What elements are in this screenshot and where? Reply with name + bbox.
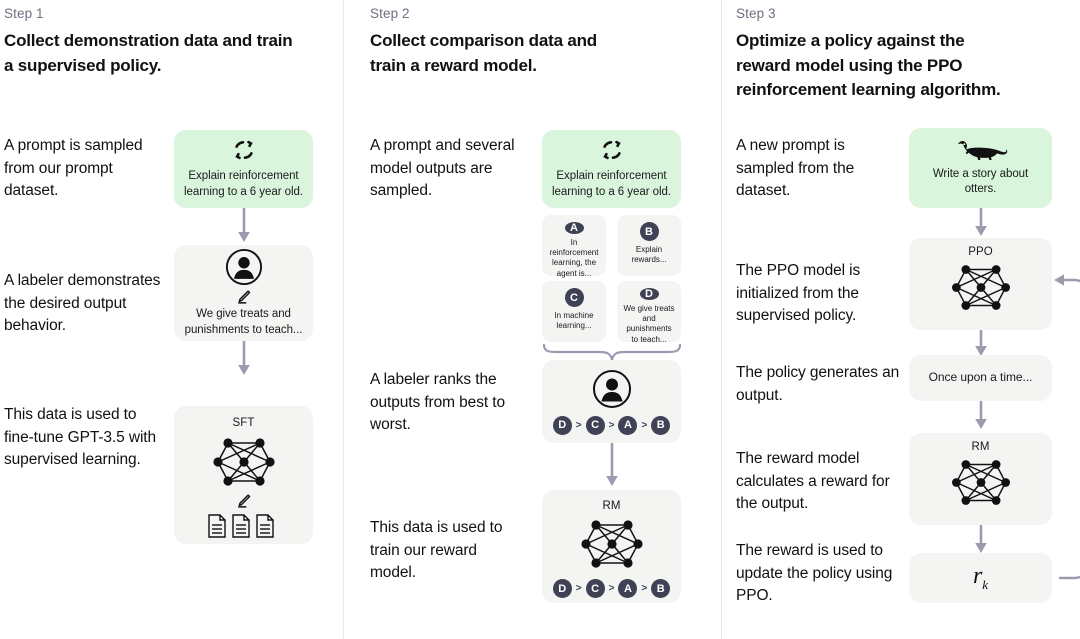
step-3-title: Optimize a policy against the reward mod…	[736, 31, 1001, 100]
step-2-ranker-ranking: D > C > A > B	[552, 415, 671, 435]
step-2-rm-box[interactable]: RM D	[542, 490, 681, 603]
rm-rank-badge-2: C	[585, 579, 605, 598]
step-1-label: Step 1	[4, 6, 44, 21]
rank-badge-3: A	[618, 415, 638, 435]
step-3-description-3: The policy generates an output.	[736, 364, 900, 404]
step-2-description-2: A labeler ranks the outputs from best to…	[370, 371, 505, 434]
step-2-description-1: A prompt and several model outputs are s…	[370, 137, 515, 200]
rank-separator-1: >	[575, 419, 582, 431]
option-text-b: Explain rewards...	[631, 245, 667, 265]
step-2-label: Step 2	[370, 6, 410, 21]
option-badge-d: D	[639, 288, 659, 300]
step-3-description-1: A new prompt is sampled from the dataset…	[736, 137, 855, 200]
step-2-prompt-text: Explain reinforcement learning to a 6 ye…	[552, 170, 671, 198]
step-1-labeler-text: We give treats and punishments to teach.…	[184, 308, 303, 336]
step-3-label: Step 3	[736, 6, 776, 21]
step-2-ranker-box[interactable]: D > C > A > B	[542, 360, 681, 443]
step-1-description-3: This data is used to fine-tune GPT-3.5 w…	[4, 406, 157, 469]
step-3-description-5: The reward is used to update the policy …	[736, 542, 893, 605]
step-3-prompt-box[interactable]: Write a story about otters.	[909, 128, 1052, 208]
pencil-icon	[235, 289, 252, 305]
step-1-prompt-text: Explain reinforcement learning to a 6 ye…	[184, 170, 303, 198]
step-3-reward-symbol: rk	[973, 563, 988, 593]
person-circle-icon	[225, 248, 263, 286]
step-2-rm-title: RM	[602, 500, 621, 512]
rm-rank-separator-1: >	[575, 583, 582, 594]
documents-icon	[207, 513, 281, 539]
step-1-sft-box[interactable]: SFT	[174, 406, 313, 544]
option-text-d: We give treats and punishments to teach.…	[623, 304, 675, 344]
person-circle-icon	[592, 369, 632, 409]
neural-network-icon	[574, 515, 650, 573]
step-1-description-1: A prompt is sampled from our prompt data…	[4, 137, 143, 200]
option-text-a: In reinforcement learning, the agent is.…	[549, 238, 599, 278]
arrow-rm-to-reward	[972, 525, 990, 555]
step-3-rm-title: RM	[971, 441, 990, 453]
arrow-output-to-rm	[972, 401, 990, 431]
otter-icon	[954, 139, 1008, 161]
neural-network-icon	[206, 433, 282, 491]
neural-network-icon	[945, 455, 1017, 510]
step-3-column: Step 3 Optimize a policy against the rew…	[722, 0, 1080, 639]
step-1-labeler-box[interactable]: We give treats and punishments to teach.…	[174, 245, 313, 341]
rank-badge-2: C	[585, 415, 605, 435]
step-3-reward-box[interactable]: rk	[909, 553, 1052, 603]
step-1-column: Step 1 Collect demonstration data and tr…	[0, 0, 343, 639]
arrow-labeler-to-sft	[235, 341, 253, 377]
rank-separator-3: >	[641, 419, 648, 431]
step-3-output-text: Once upon a time...	[928, 370, 1033, 385]
reward-subscript-k: k	[982, 576, 989, 592]
step-1-description-2: A labeler demonstrates the desired outpu…	[4, 272, 161, 335]
step-2-prompt-box[interactable]: Explain reinforcement learning to a 6 ye…	[542, 130, 681, 208]
arrow-prompt-to-ppo	[972, 208, 990, 238]
option-badge-c: C	[564, 288, 584, 307]
step-2-option-card-b[interactable]: B Explain rewards...	[617, 215, 681, 276]
step-3-ppo-title: PPO	[968, 246, 993, 258]
step-2-option-card-a[interactable]: A In reinforcement learning, the agent i…	[542, 215, 606, 278]
rm-rank-separator-2: >	[608, 583, 615, 594]
step-3-description-2: The PPO model is initialized from the su…	[736, 262, 861, 325]
step-2-description-3: This data is used to train our reward mo…	[370, 519, 503, 582]
rm-rank-badge-4: B	[651, 579, 671, 598]
neural-network-icon	[945, 260, 1017, 315]
column-divider-1	[343, 0, 344, 639]
rm-rank-badge-1: D	[552, 579, 572, 598]
rank-badge-1: D	[552, 415, 572, 435]
option-text-c: In machine learning...	[554, 311, 594, 331]
arrow-prompt-to-labeler	[235, 208, 253, 244]
option-badge-b: B	[639, 222, 659, 241]
rm-rank-separator-3: >	[641, 583, 648, 594]
step-3-prompt-text: Write a story about otters.	[932, 167, 1029, 195]
step-1-sft-title: SFT	[232, 417, 255, 429]
rank-badge-4: B	[651, 415, 671, 435]
step-3-description-4: The reward model calculates a reward for…	[736, 450, 890, 513]
step-3-ppo-box[interactable]: PPO	[909, 238, 1052, 330]
step-3-rm-box[interactable]: RM	[909, 433, 1052, 525]
step-2-option-card-d[interactable]: D We give treats and punishments to teac…	[617, 281, 681, 344]
step-2-rm-ranking: D > C > A > B	[552, 579, 671, 598]
refresh-circle-icon	[232, 138, 256, 162]
refresh-circle-icon	[600, 138, 624, 162]
arrow-ranker-to-rm	[603, 443, 621, 488]
step-1-prompt-box[interactable]: Explain reinforcement learning to a 6 ye…	[174, 130, 313, 208]
rm-rank-badge-3: A	[618, 579, 638, 598]
step-3-output-box[interactable]: Once upon a time...	[909, 355, 1052, 401]
column-divider-2	[721, 0, 722, 639]
step-1-title: Collect demonstration data and train a s…	[4, 31, 293, 75]
step-2-title: Collect comparison data and train a rewa…	[370, 31, 597, 75]
arrow-ppo-to-output	[972, 330, 990, 358]
rank-separator-2: >	[608, 419, 615, 431]
step-2-option-card-c[interactable]: C In machine learning...	[542, 281, 606, 342]
reward-symbol-r: r	[972, 563, 983, 590]
step-2-column: Step 2 Collect comparison data and train…	[344, 0, 721, 639]
option-badge-a: A	[564, 222, 584, 234]
pencil-icon	[235, 493, 252, 509]
